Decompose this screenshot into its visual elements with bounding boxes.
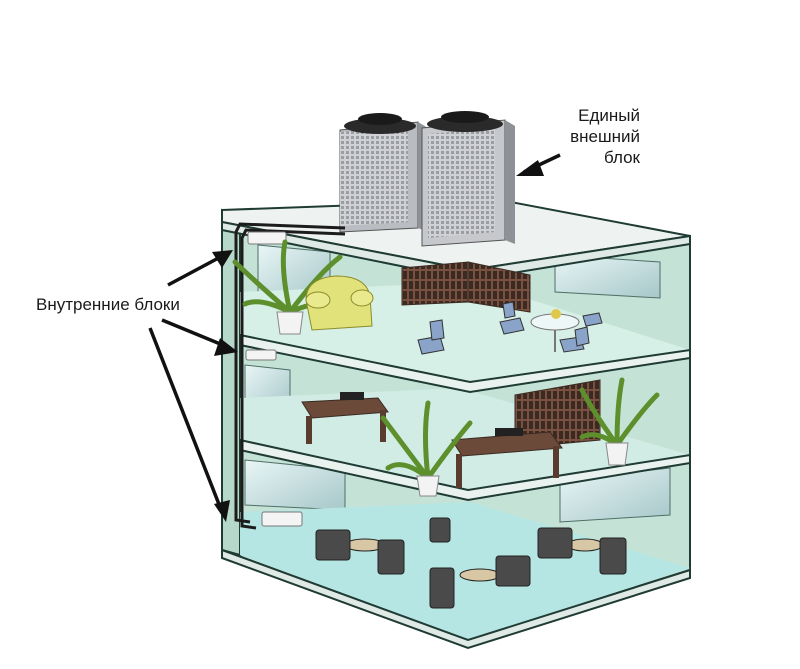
slab-ground [221, 548, 691, 650]
plant-icon [232, 239, 348, 335]
plant-icon [579, 377, 660, 466]
top-floor-furniture [232, 239, 603, 355]
table-icon [530, 309, 580, 352]
indoor-unit-icon [245, 231, 303, 527]
refrigerant-pipes [234, 222, 346, 530]
plant-icon [380, 400, 473, 497]
outdoor-unit-right [421, 111, 515, 247]
outdoor-unit-label: Единый внешний блок [540, 105, 640, 168]
indoor-units-label: Внутренние блоки [36, 295, 180, 314]
middle-floor-furniture [301, 377, 660, 497]
outdoor-unit-label-line-3: блок [604, 148, 640, 167]
indoor-unit-bottom [261, 511, 303, 527]
indoor-unit-middle [245, 349, 277, 361]
window-top-right [554, 254, 661, 299]
slab-middle [239, 438, 691, 502]
outdoor-unit-label-line-2: внешний [570, 127, 640, 146]
arrow-icon [148, 153, 561, 522]
outdoor-unit-left [339, 113, 428, 233]
outdoor-unit-icon [339, 111, 515, 247]
slab-top [239, 333, 691, 394]
armchair-icon [305, 275, 374, 331]
indoor-unit-top [247, 231, 287, 245]
desk-icon [451, 428, 563, 488]
bookcase-icon [401, 261, 531, 313]
chair-icon [417, 301, 603, 355]
outdoor-unit-label-line-1: Единый [578, 106, 640, 125]
desk-icon [301, 392, 389, 444]
ground-floor-furniture [315, 517, 627, 609]
table-icon [344, 538, 604, 582]
chair-icon [315, 517, 627, 609]
